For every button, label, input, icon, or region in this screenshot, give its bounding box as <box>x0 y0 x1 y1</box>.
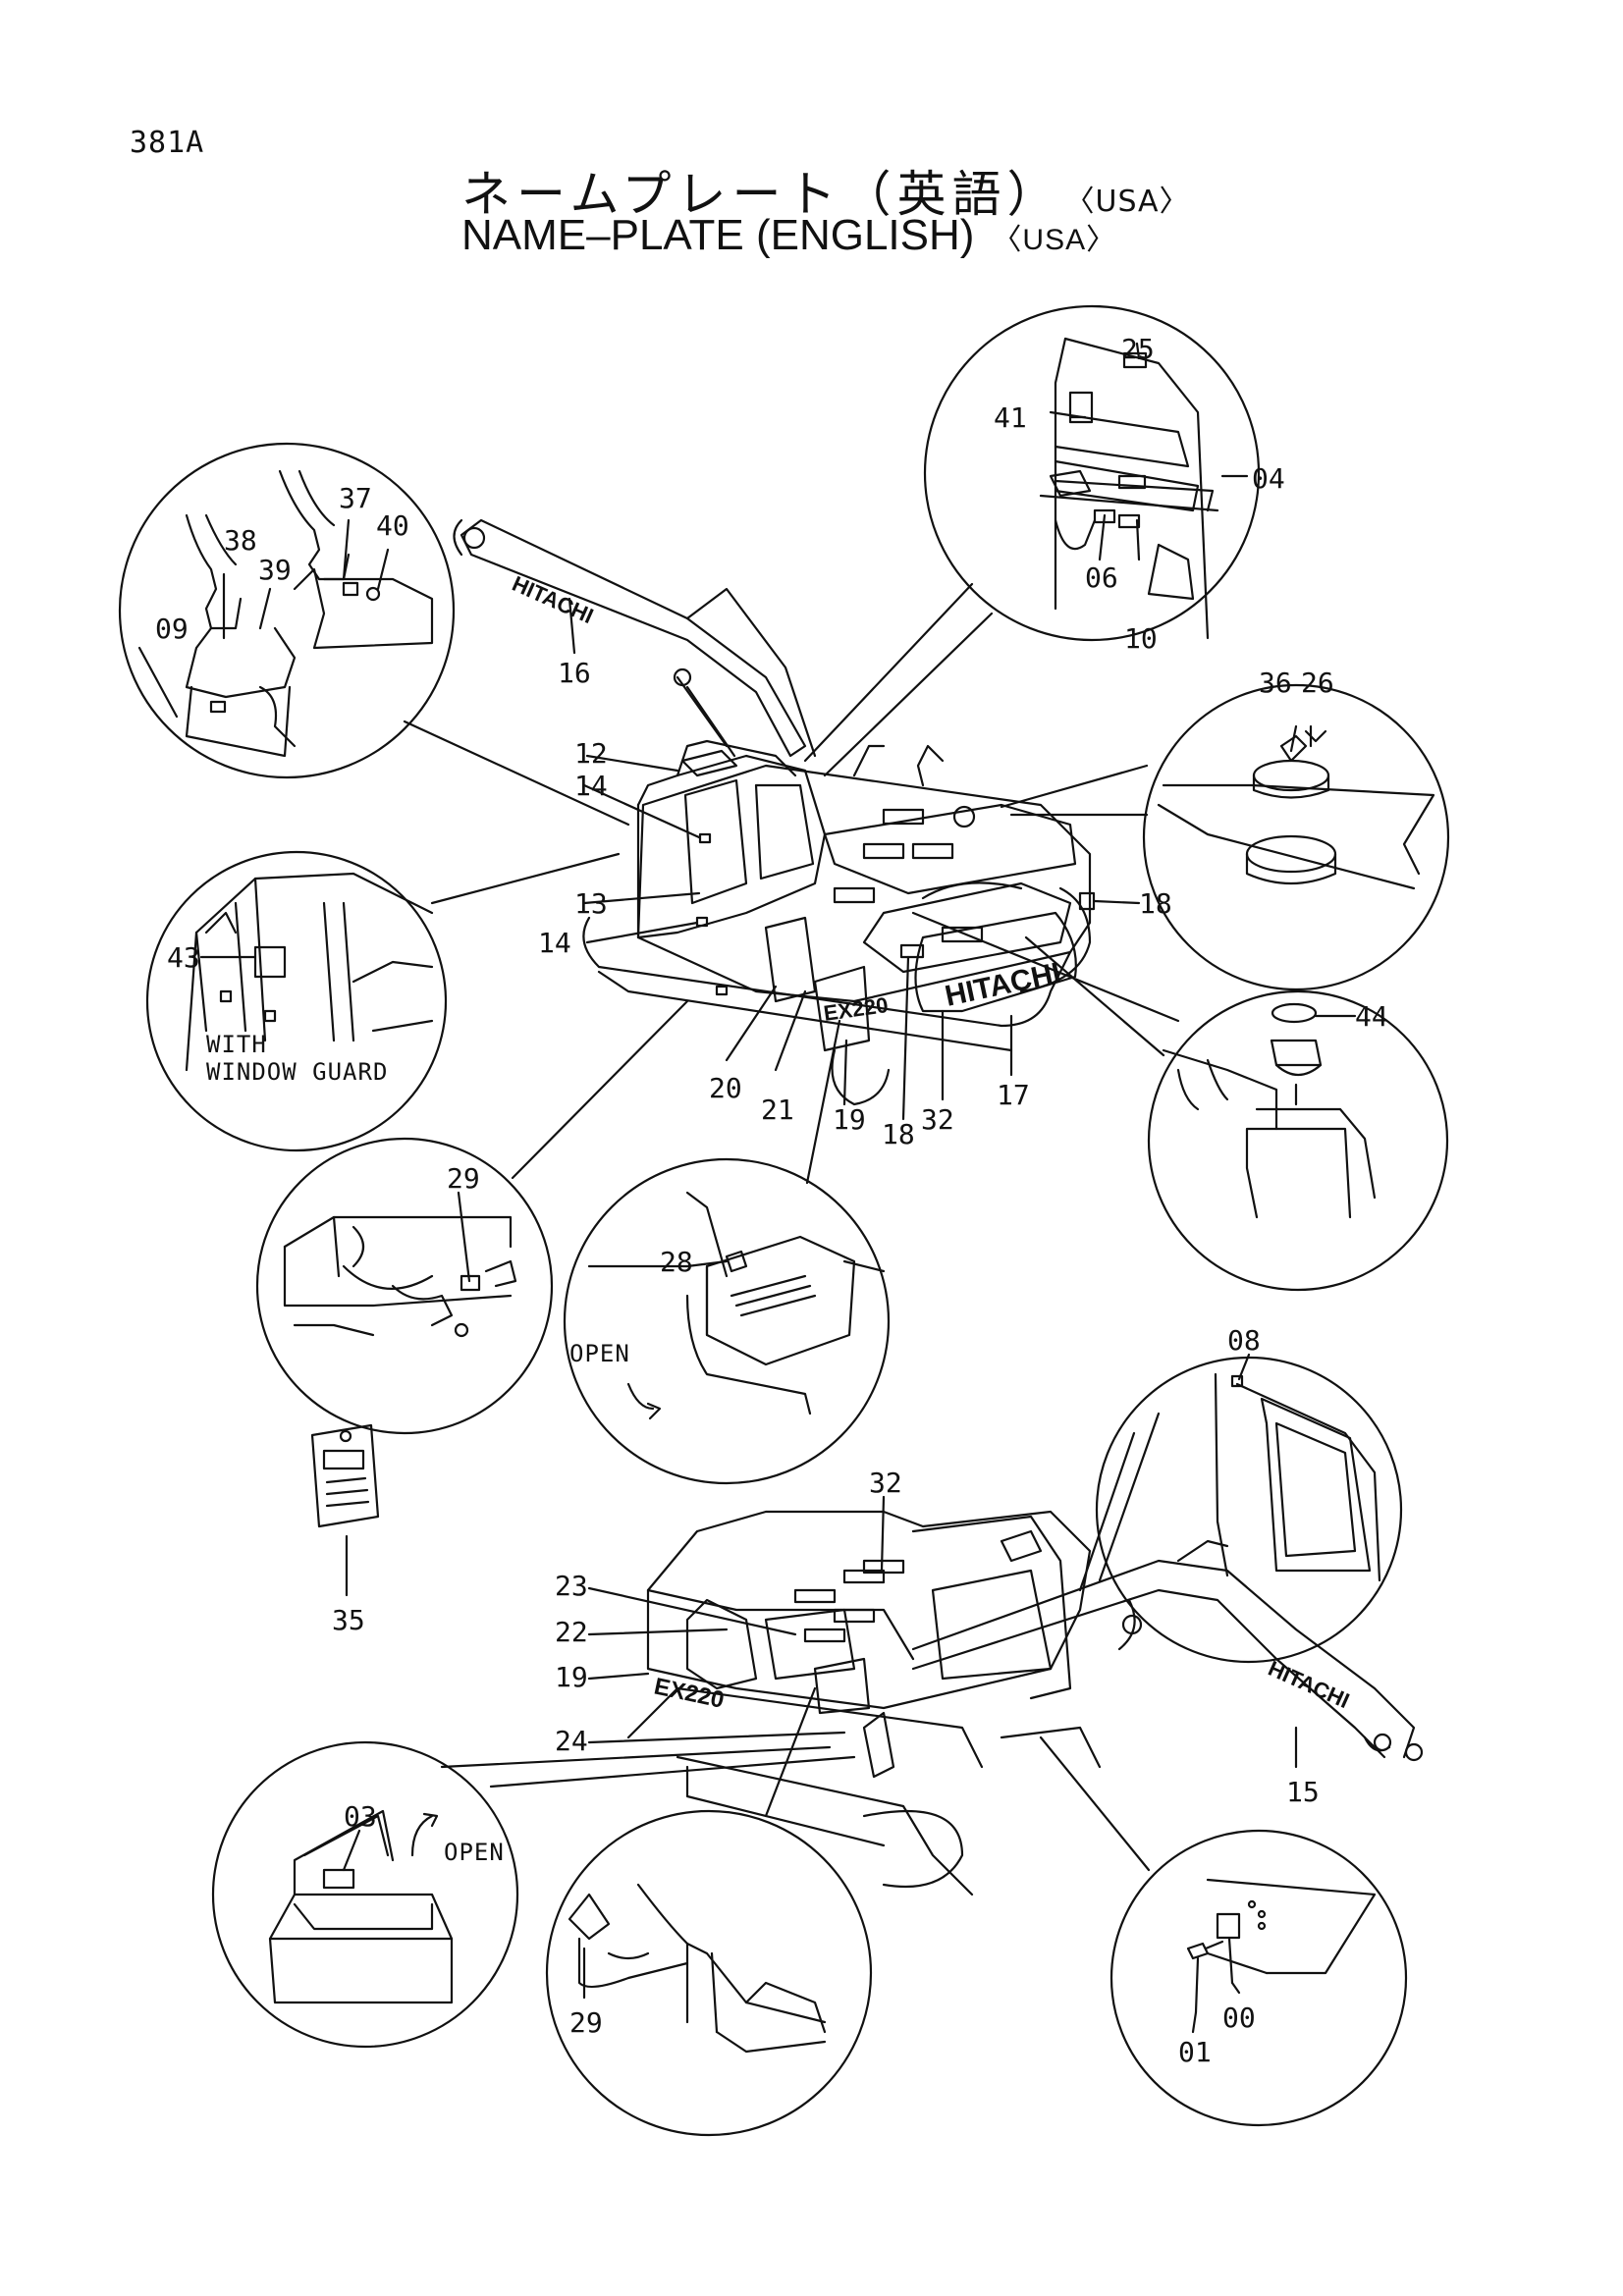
title-en-text: NAME–PLATE (ENGLISH) <box>461 211 975 259</box>
callout-40: 40 <box>376 509 409 542</box>
region-tag-jp: 〈USA〉 <box>1079 185 1190 219</box>
callout-04: 04 <box>1252 462 1285 495</box>
callout-23: 23 <box>555 1570 588 1602</box>
model-plate-top: EX220 <box>822 992 890 1026</box>
callout-43: 43 <box>167 941 200 974</box>
callout-36: 36 <box>1259 667 1292 699</box>
region-tag-en: 〈USA〉 <box>992 224 1117 256</box>
hitachi-boom-label-bottom: HITACHI <box>1265 1656 1353 1713</box>
cab-door-detail-drawing <box>1214 1372 1381 1582</box>
page-id: 381A <box>130 126 205 160</box>
callout-12: 12 <box>574 737 608 770</box>
callout-25: 25 <box>1121 333 1155 365</box>
note-open-engine: OPEN <box>569 1340 630 1367</box>
serial-plate-detail-drawing <box>1186 1878 1377 2014</box>
toolbox-detail-drawing <box>268 1809 454 2004</box>
lever-detail-drawing <box>185 469 434 758</box>
callout-15: 15 <box>1286 1776 1320 1808</box>
engine-cover-detail-drawing <box>587 1191 886 1420</box>
callout-13: 13 <box>574 887 608 920</box>
callout-14b: 14 <box>538 927 571 959</box>
callout-00: 00 <box>1222 2002 1256 2034</box>
callout-38: 38 <box>224 524 257 557</box>
callout-29b: 29 <box>569 2006 603 2039</box>
title-jp-text: ネームプレート（英語） <box>461 166 1062 223</box>
callout-22: 22 <box>555 1616 588 1648</box>
cab-interior-detail-drawing <box>1039 337 1219 640</box>
detail-circle-engine-cover <box>563 1157 891 1485</box>
callout-09: 09 <box>155 613 189 645</box>
callout-41: 41 <box>994 401 1027 434</box>
hitachi-boom-label-top: HITACHI <box>509 571 597 628</box>
callout-14a: 14 <box>574 770 608 802</box>
callout-24: 24 <box>555 1725 588 1757</box>
detail-circle-cab-door <box>1095 1356 1403 1664</box>
filler-detail-drawing <box>1162 1002 1377 1219</box>
fuel-cap-detail-drawing <box>1157 729 1435 890</box>
detail-circle-side-rail-top <box>255 1137 554 1435</box>
title-japanese: ネームプレート（英語） 〈USA〉 <box>461 155 1190 226</box>
callout-03: 03 <box>344 1800 377 1833</box>
callout-08: 08 <box>1227 1324 1261 1357</box>
callout-28: 28 <box>660 1246 693 1278</box>
callout-19a: 19 <box>833 1103 866 1136</box>
callout-17: 17 <box>997 1079 1030 1111</box>
callout-18b: 18 <box>882 1118 915 1150</box>
callout-26: 26 <box>1301 667 1334 699</box>
window-guard-detail-drawing <box>185 872 434 1072</box>
callout-16: 16 <box>558 657 591 689</box>
excavator-bottom-view <box>626 1510 1424 1896</box>
callout-37: 37 <box>339 482 372 514</box>
callout-19b: 19 <box>555 1661 588 1693</box>
callout-32b: 32 <box>869 1467 902 1499</box>
callout-18a: 18 <box>1139 887 1172 920</box>
callout-01: 01 <box>1178 2036 1212 2068</box>
callout-21: 21 <box>761 1094 794 1126</box>
detail-circle-toolbox <box>211 1740 519 2049</box>
detail-circle-side-rail-bottom <box>545 1809 873 2137</box>
side-rail-bottom-detail-drawing <box>568 1883 827 2054</box>
detail-circle-plate <box>1109 1829 1408 2127</box>
callout-35: 35 <box>332 1604 365 1636</box>
model-plate-bottom: EX220 <box>652 1673 727 1713</box>
callout-32a: 32 <box>921 1103 954 1136</box>
detail-circle-levers <box>118 442 456 779</box>
title-english: NAME–PLATE (ENGLISH) 〈USA〉 <box>461 211 1116 260</box>
note-open-toolbox: OPEN <box>444 1839 505 1866</box>
detail-circle-fuel-cap <box>1142 683 1450 991</box>
side-rail-top-detail-drawing <box>283 1215 517 1338</box>
detail-circle-filler <box>1147 989 1449 1292</box>
excavator-top-view <box>453 518 1096 1106</box>
callout-39: 39 <box>258 554 292 586</box>
callout-06: 06 <box>1085 561 1118 594</box>
detail-circle-cab-interior <box>923 304 1261 642</box>
callout-44: 44 <box>1355 1000 1388 1033</box>
callout-10: 10 <box>1124 622 1158 655</box>
callout-20: 20 <box>709 1072 742 1104</box>
note-with: WITH <box>206 1031 267 1058</box>
tag-plate-drawing <box>310 1423 380 1597</box>
note-window-guard: WINDOW GUARD <box>206 1058 388 1086</box>
detail-circle-window-guard <box>145 850 448 1152</box>
callout-29a: 29 <box>447 1162 480 1195</box>
